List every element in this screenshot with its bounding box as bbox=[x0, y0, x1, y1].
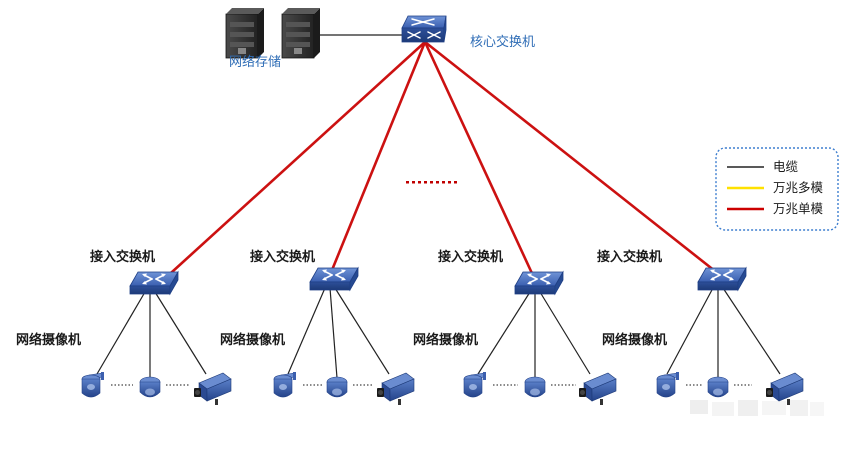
legend-label-cable: 电缆 bbox=[773, 159, 799, 174]
access-group-2: 接入交换机 网络摄像机 bbox=[220, 249, 415, 406]
legend-label-singlemode: 万兆单模 bbox=[773, 201, 824, 216]
camera-label: 网络摄像机 bbox=[220, 332, 285, 348]
storage-device-1 bbox=[225, 7, 265, 59]
access-switch-icon bbox=[697, 267, 747, 291]
box-camera-icon bbox=[376, 372, 415, 406]
access-switch-label: 接入交换机 bbox=[438, 249, 503, 265]
ptz-camera-icon bbox=[656, 371, 680, 398]
access-group-3: 接入交换机 网络摄像机 bbox=[413, 249, 617, 406]
uplink-1 bbox=[160, 41, 426, 283]
camera-label: 网络摄像机 bbox=[413, 332, 478, 348]
storage-device-2 bbox=[281, 7, 321, 59]
access-switch-icon bbox=[309, 267, 359, 291]
access-switch-icon bbox=[514, 271, 564, 295]
dome-camera-icon bbox=[524, 376, 546, 398]
ptz-camera-icon bbox=[463, 371, 487, 398]
camera-label: 网络摄像机 bbox=[602, 332, 667, 348]
ptz-camera-icon bbox=[273, 371, 297, 398]
legend: 电缆 万兆多模 万兆单模 bbox=[715, 147, 839, 231]
access-group-4: 接入交换机 网络摄像机 bbox=[597, 249, 804, 406]
dome-camera-icon bbox=[326, 376, 348, 398]
uplink-4 bbox=[424, 40, 721, 277]
ptz-camera-icon bbox=[81, 371, 105, 398]
access-switch-label: 接入交换机 bbox=[90, 249, 155, 265]
legend-label-multimode: 万兆多模 bbox=[773, 180, 824, 195]
uplinks bbox=[160, 40, 721, 283]
core-switch-icon bbox=[401, 15, 447, 43]
box-camera-icon bbox=[578, 372, 617, 406]
access-switch-icon bbox=[129, 271, 179, 295]
dome-camera-icon bbox=[139, 376, 161, 398]
access-switch-label: 接入交换机 bbox=[250, 249, 315, 265]
more-switches-dots bbox=[406, 181, 457, 184]
watermark-blur bbox=[690, 400, 824, 416]
box-camera-icon bbox=[193, 372, 232, 406]
uplink-2 bbox=[328, 41, 427, 276]
access-group-1: 接入交换机 网络摄像机 bbox=[16, 249, 232, 406]
uplink-3 bbox=[423, 41, 538, 283]
dome-camera-icon bbox=[707, 376, 729, 398]
access-switch-label: 接入交换机 bbox=[597, 249, 662, 265]
storage-label: 网络存储 bbox=[229, 54, 281, 70]
core-switch-label: 核心交换机 bbox=[470, 34, 535, 50]
camera-label: 网络摄像机 bbox=[16, 332, 81, 348]
